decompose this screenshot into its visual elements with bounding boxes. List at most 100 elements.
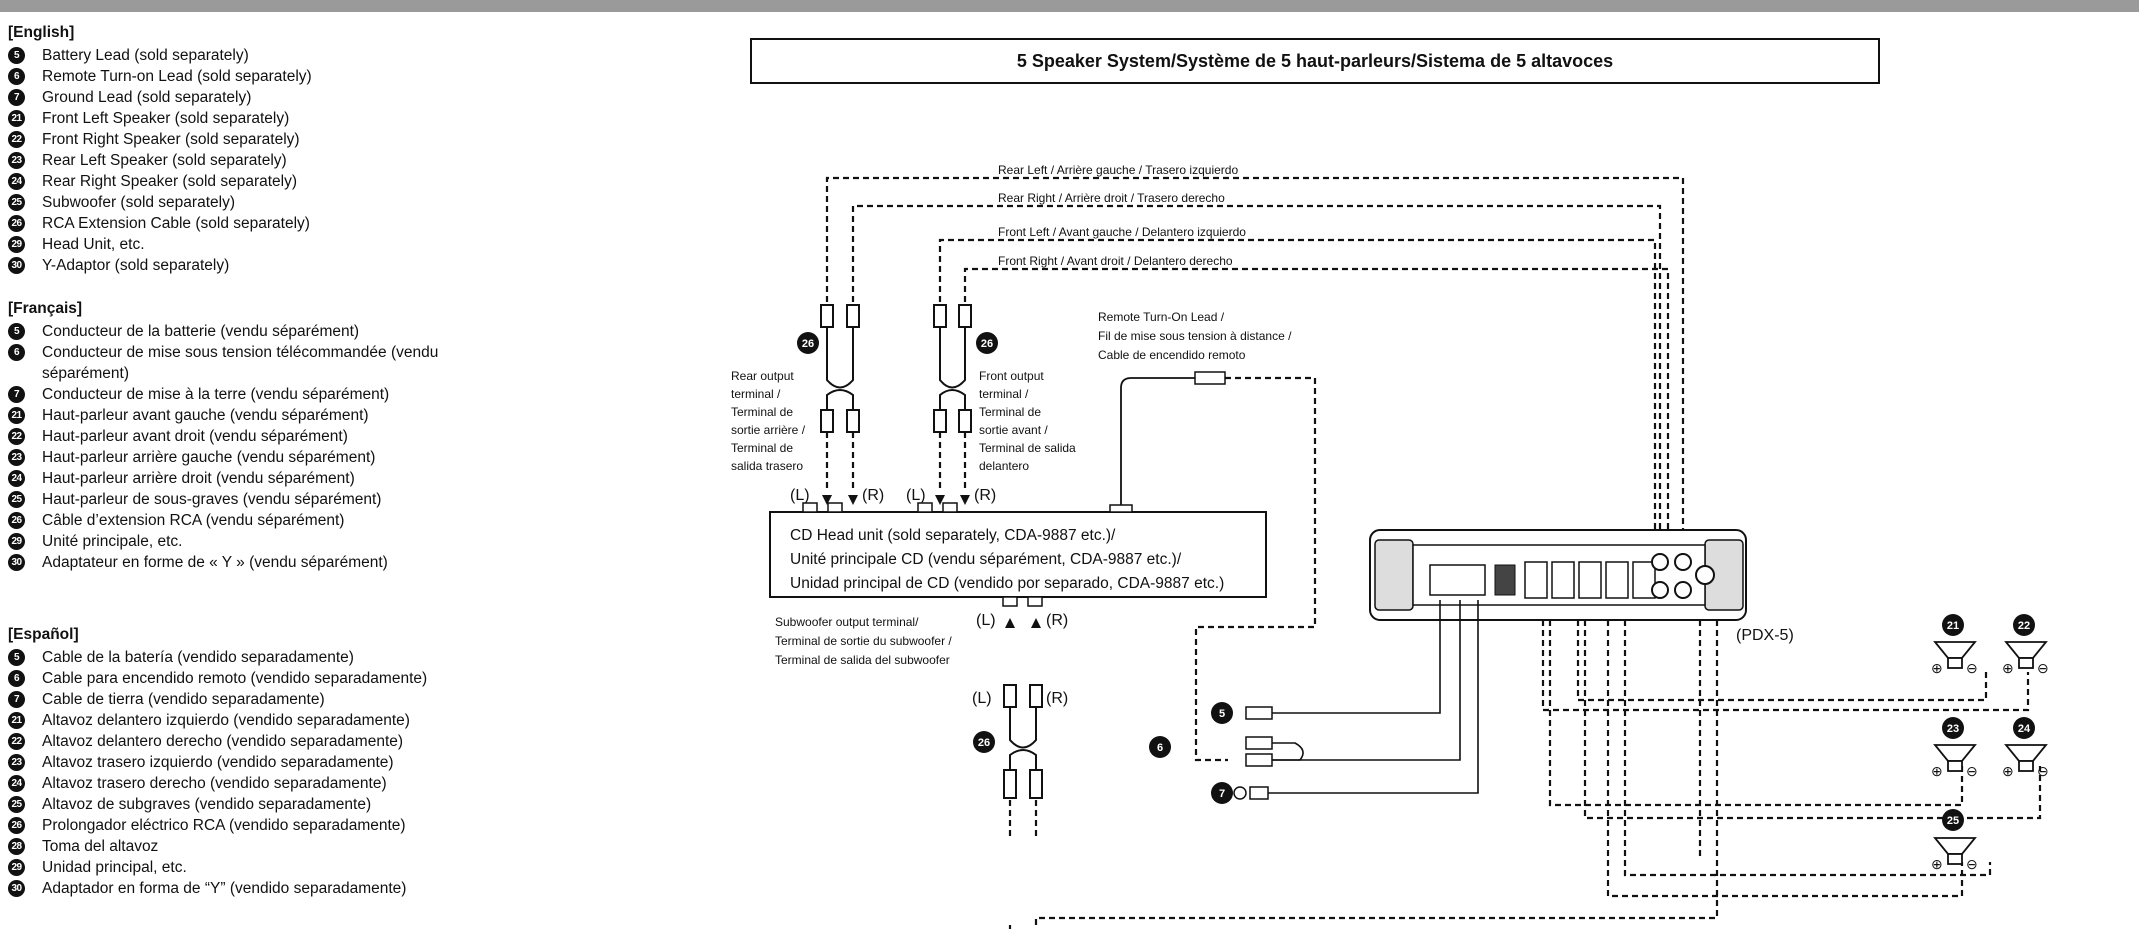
front-output-label: sortie avant / <box>979 423 1048 437</box>
legend-heading: [Français] <box>8 300 83 317</box>
number-bullet-icon: 7 <box>8 691 25 708</box>
number-bullet-icon: 30 <box>8 554 25 571</box>
number-bullet-icon: 29 <box>8 859 25 876</box>
legend-item: 25 Altavoz de subgraves (vendido separada… <box>8 794 508 815</box>
rear-output-label: Terminal de <box>731 405 793 419</box>
legend-item: 21 Haut-parleur avant gauche (vendu sépar… <box>8 405 478 426</box>
head-unit-label: Unité principale CD (vendu séparément, C… <box>790 551 1182 568</box>
number-bullet-icon: 30 <box>8 880 25 897</box>
legend-item-text: Câble d’extension RCA (vendu séparément) <box>42 512 345 529</box>
bullet-label: 25 <box>1947 815 1959 827</box>
right-label: (R) <box>862 487 884 504</box>
left-label: (L) <box>972 690 992 707</box>
number-bullet-icon: 29 <box>8 236 25 253</box>
speaker-rear-left <box>1933 744 1977 772</box>
bullet-label: 5 <box>1219 708 1225 720</box>
diagram-title: 5 Speaker System/Système de 5 haut-parle… <box>750 38 1880 84</box>
line-label-rear-right: Rear Right / Arrière droit / Trasero der… <box>998 191 1225 205</box>
rca-cable-sub <box>1003 684 1043 799</box>
svg-text:⊕: ⊕ <box>2002 763 2014 779</box>
number-bullet-icon: 21 <box>8 110 25 127</box>
legend-item-text: Haut-parleur avant gauche (vendu séparém… <box>42 407 369 424</box>
legend-item: 30 Adaptateur en forme de « Y » (vendu sé… <box>8 552 478 573</box>
head-unit-label: Unidad principal de CD (vendido por sepa… <box>790 575 1224 592</box>
legend-item-text: Subwoofer (sold separately) <box>42 194 235 211</box>
rear-output-label: salida trasero <box>731 459 803 473</box>
speaker-front-left <box>1933 641 1977 669</box>
front-output-label: Terminal de salida <box>979 441 1076 455</box>
bullet-label: 26 <box>802 338 814 350</box>
power-wires <box>1268 600 1479 794</box>
legend-item: 25 Subwoofer (sold separately) <box>8 192 528 213</box>
speaker-rear-right <box>2004 744 2048 772</box>
legend-item-text: Altavoz delantero derecho (vendido separ… <box>42 733 404 750</box>
legend-item-text: Front Left Speaker (sold separately) <box>42 110 290 127</box>
bullet-label: 26 <box>981 338 993 350</box>
remote-label: Cable de encendido remoto <box>1098 348 1246 362</box>
legend-item-text: Toma del altavoz <box>42 838 159 855</box>
svg-text:⊖: ⊖ <box>1966 660 1978 676</box>
legend-item-text: Conducteur de mise à la terre (vendu sép… <box>42 386 390 403</box>
bullet-label: 6 <box>1157 742 1163 754</box>
number-bullet-icon: 25 <box>8 796 25 813</box>
number-bullet-icon: 21 <box>8 407 25 424</box>
legend-item-text: Battery Lead (sold separately) <box>42 47 249 64</box>
left-label: (L) <box>976 612 996 629</box>
number-bullet-icon: 5 <box>8 323 25 340</box>
legend-item-text: Front Right Speaker (sold separately) <box>42 131 300 148</box>
bullet-label: 23 <box>1947 723 1959 735</box>
front-output-label: delantero <box>979 459 1029 473</box>
right-label: (R) <box>1046 612 1068 629</box>
remote-wire <box>1120 377 1195 505</box>
svg-text:⊖: ⊖ <box>1966 856 1978 872</box>
polarity-marks: ⊕⊖ ⊕⊖ ⊕⊖ ⊕⊖ ⊕⊖ <box>1931 660 2049 872</box>
legend-item-text: Altavoz trasero izquierdo (vendido separ… <box>42 754 394 771</box>
legend-item-text: Altavoz delantero izquierdo (vendido sep… <box>42 712 410 729</box>
right-label: (R) <box>974 487 996 504</box>
amplifier-pdx5 <box>1369 529 1747 621</box>
number-bullet-icon: 22 <box>8 428 25 445</box>
right-label: (R) <box>1046 690 1068 707</box>
top-bar <box>0 0 2139 12</box>
speakers <box>1933 641 2048 865</box>
legend-item-text: Altavoz de subgraves (vendido separadame… <box>42 796 372 813</box>
svg-text:⊖: ⊖ <box>2037 763 2049 779</box>
wire-terminals <box>1233 706 1273 800</box>
number-bullet-icon: 22 <box>8 733 25 750</box>
legend-item-text: Unidad principal, etc. <box>42 859 187 876</box>
head-unit-label: CD Head unit (sold separately, CDA-9887 … <box>790 527 1116 544</box>
number-bullet-icon: 25 <box>8 194 25 211</box>
rca-cable-rear <box>820 304 860 433</box>
legend-item: 29 Unidad principal, etc. <box>8 857 508 878</box>
number-bullet-icon: 29 <box>8 533 25 550</box>
rear-output-label: Rear output <box>731 369 794 383</box>
legend-item-text: Haut-parleur de sous-graves (vendu sépar… <box>42 491 382 508</box>
bullet-label: 26 <box>978 737 990 749</box>
legend-item: 21 Front Left Speaker (sold separately) <box>8 108 528 129</box>
legend-item-text: Cable para encendido remoto (vendido sep… <box>42 670 428 687</box>
legend-item-text: Adaptateur en forme de « Y » (vendu sépa… <box>42 554 388 571</box>
number-bullet-icon: 7 <box>8 89 25 106</box>
legend-item-text: Haut-parleur arrière gauche (vendu sépar… <box>42 449 376 466</box>
legend-heading: [English] <box>8 24 75 41</box>
number-bullet-icon: 23 <box>8 152 25 169</box>
head-unit <box>769 502 1267 607</box>
